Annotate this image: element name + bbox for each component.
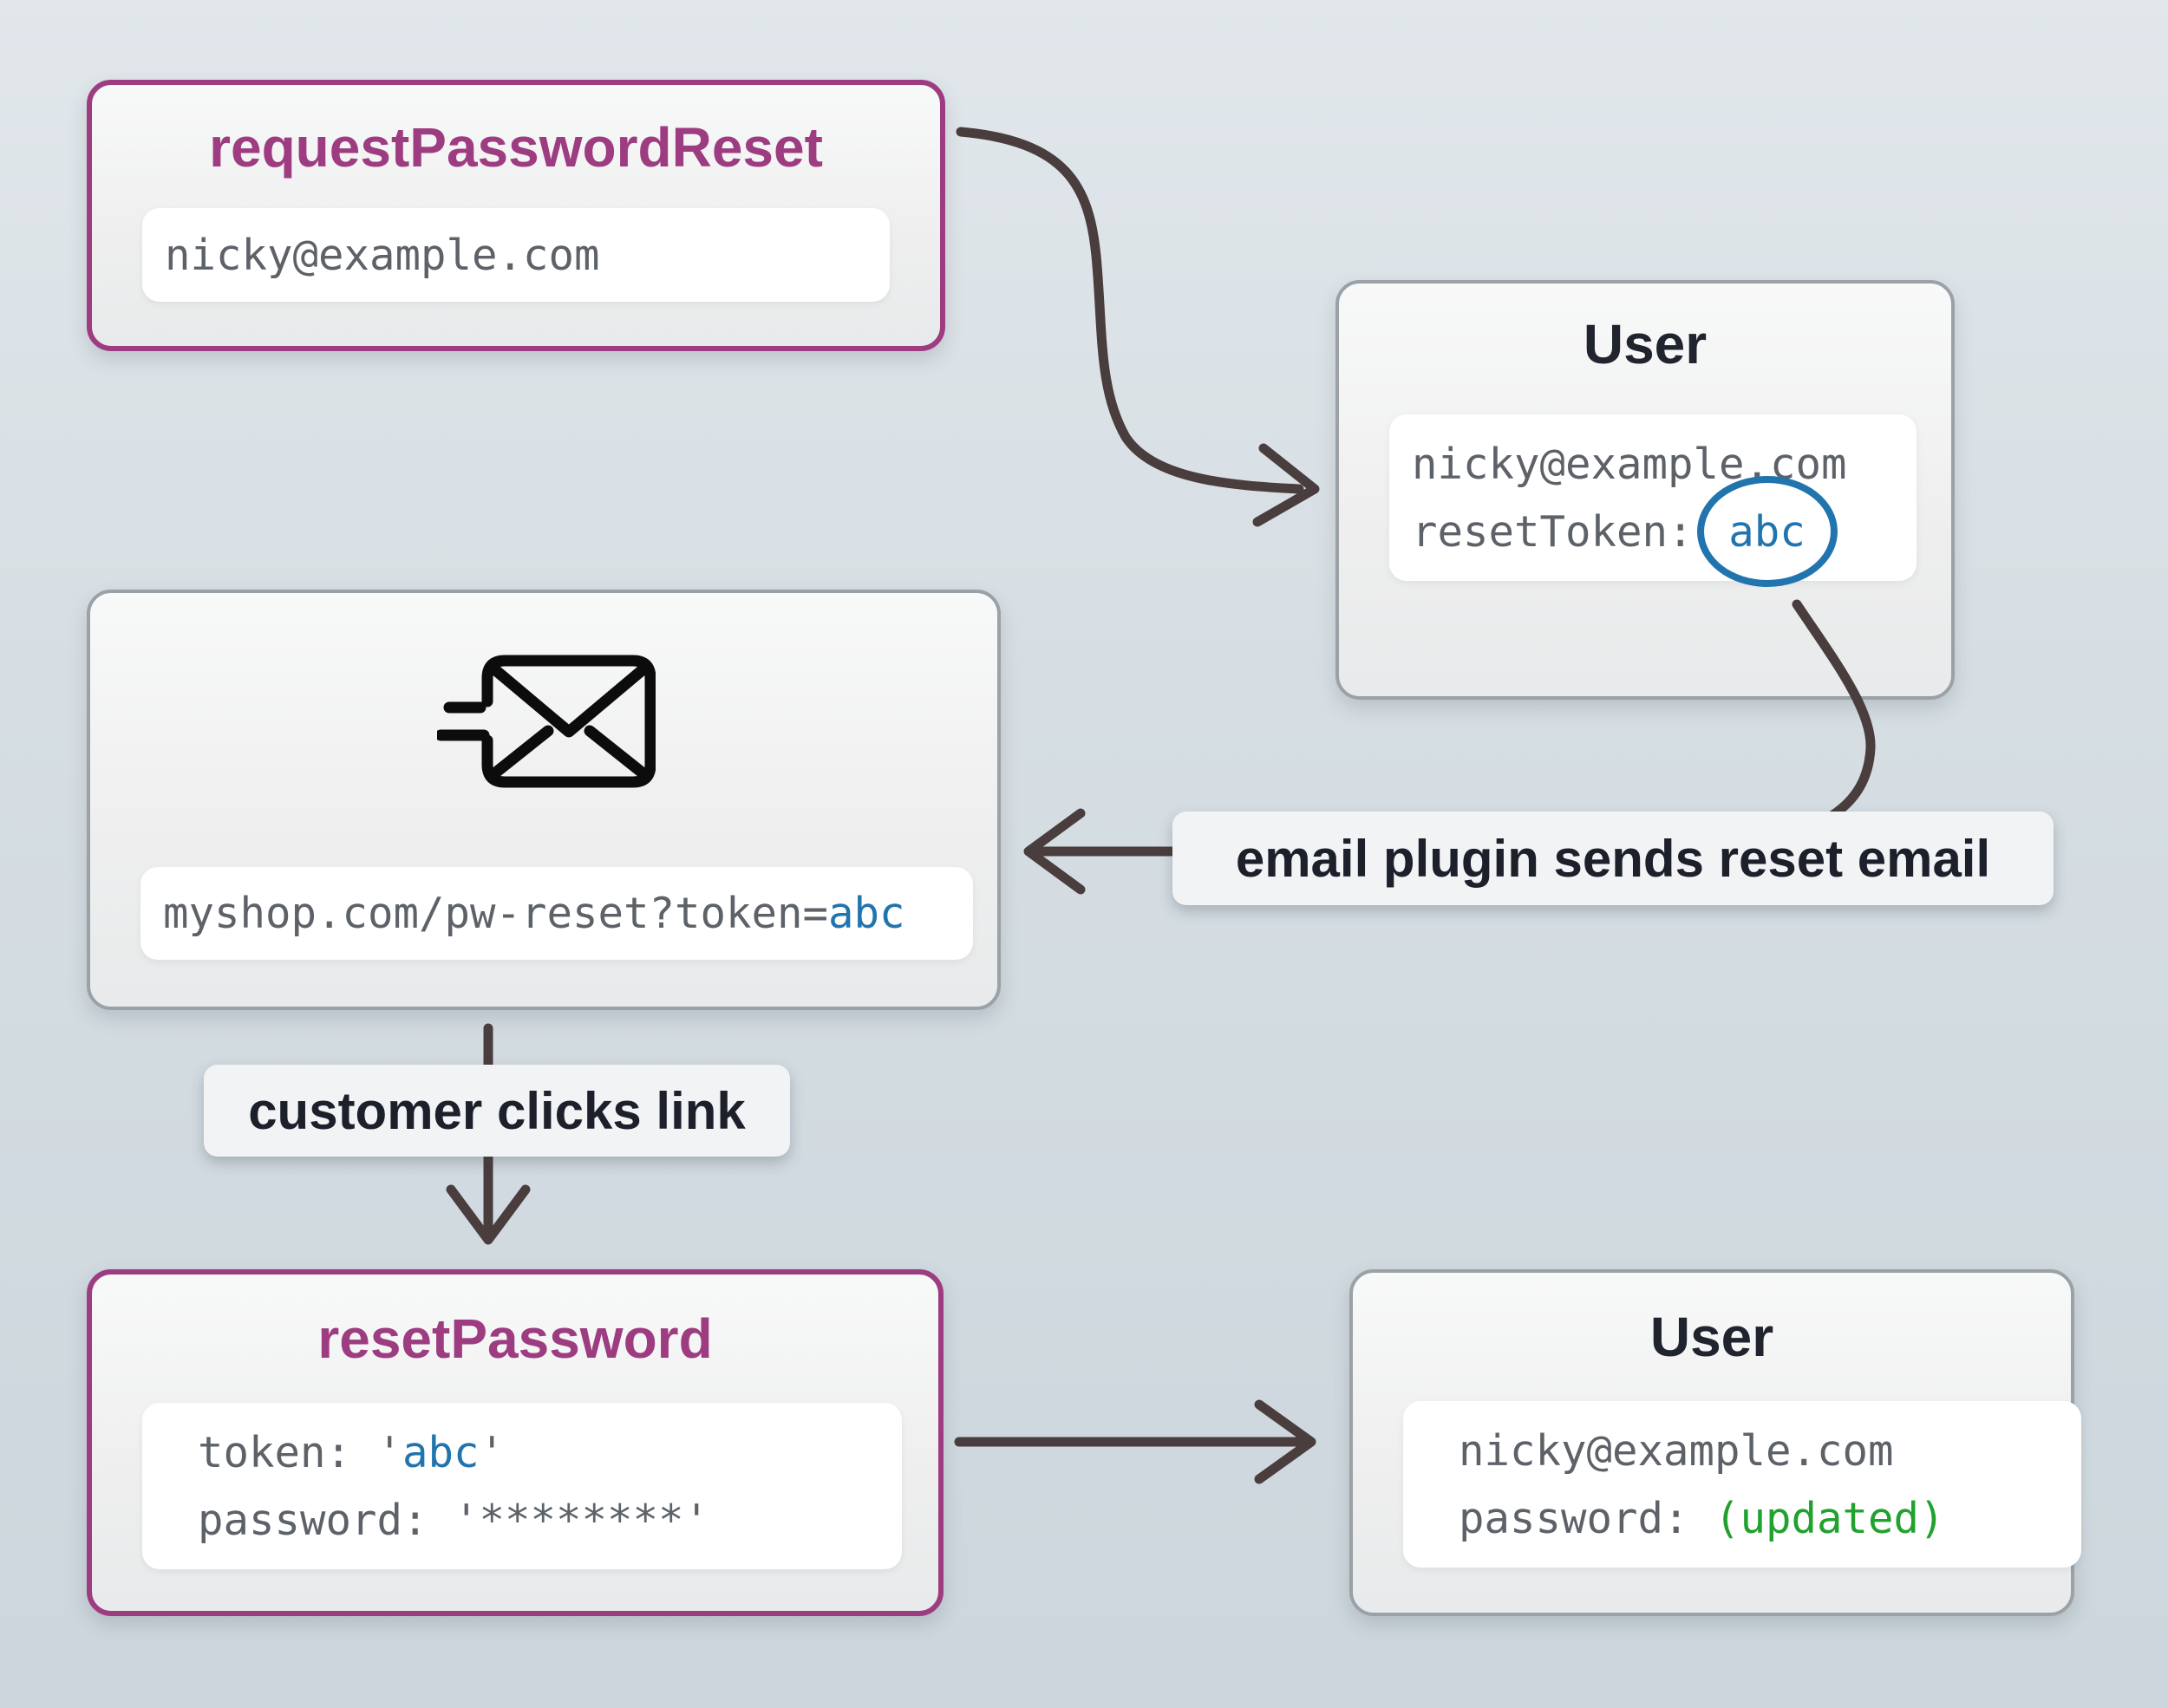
reset-password-args-panel: token: 'abc' password: '********' (142, 1403, 902, 1569)
user-bottom-title: User (1649, 1306, 1774, 1368)
reset-password-box: resetPassword token: 'abc' password: '**… (87, 1269, 944, 1616)
user-top-email: nicky@example.com (1412, 439, 1847, 489)
reset-url-prefix: myshop.com/pw-reset?token= (163, 889, 829, 938)
token-close-quote: ' (479, 1427, 506, 1477)
reset-url-token: abc (828, 889, 905, 938)
email-input-value: nicky@example.com (165, 230, 600, 280)
user-bottom-password-line: password: (updated) (1459, 1484, 2081, 1552)
password-updated-value: (updated) (1714, 1493, 1945, 1543)
password-arg-line: password: '********' (198, 1495, 710, 1545)
user-top-title: User (1583, 313, 1708, 375)
reset-token-value: abc (1728, 506, 1806, 557)
password-label: password: (1459, 1493, 1715, 1543)
token-arg-label: token: (198, 1427, 377, 1477)
user-top-reset-token-line: resetToken: abc (1412, 476, 1917, 587)
user-top-box: User nicky@example.com resetToken: abc (1335, 280, 1955, 700)
user-bottom-box: User nicky@example.com password: (update… (1349, 1269, 2081, 1616)
request-password-reset-box: requestPasswordReset nicky@example.com (87, 80, 945, 351)
reset-token-label: resetToken: (1412, 506, 1694, 557)
arrowhead-request-to-user (1252, 443, 1320, 527)
email-plugin-label: email plugin sends reset email (1172, 812, 2054, 905)
token-arg-line: token: 'abc' (198, 1418, 902, 1486)
reset-url-line: myshop.com/pw-reset?token=abc (163, 880, 973, 948)
reset-password-title: resetPassword (317, 1307, 713, 1370)
send-email-icon (437, 655, 656, 788)
email-plugin-label-text: email plugin sends reset email (1235, 829, 1991, 888)
user-top-record-panel: nicky@example.com resetToken: abc (1389, 414, 1917, 587)
request-password-reset-title: requestPasswordReset (209, 116, 823, 179)
arrow-request-to-user (956, 127, 1304, 494)
customer-clicks-label-text: customer clicks link (248, 1081, 746, 1140)
email-input: nicky@example.com (142, 208, 890, 302)
token-open-quote: ' (376, 1427, 403, 1477)
user-bottom-email: nicky@example.com (1459, 1425, 1894, 1476)
reset-url-input: myshop.com/pw-reset?token=abc (140, 867, 973, 960)
arrowhead-email-to-reset (446, 1184, 531, 1245)
arrowhead-reset-to-user (1254, 1399, 1316, 1484)
token-highlight-circle: abc (1696, 476, 1838, 587)
user-bottom-record-panel: nicky@example.com password: (updated) (1403, 1401, 2081, 1568)
arrowhead-label-to-email (1023, 808, 1086, 895)
email-message-box: myshop.com/pw-reset?token=abc (87, 590, 1001, 1010)
token-arg-value: abc (402, 1427, 480, 1477)
customer-clicks-label: customer clicks link (204, 1065, 790, 1157)
